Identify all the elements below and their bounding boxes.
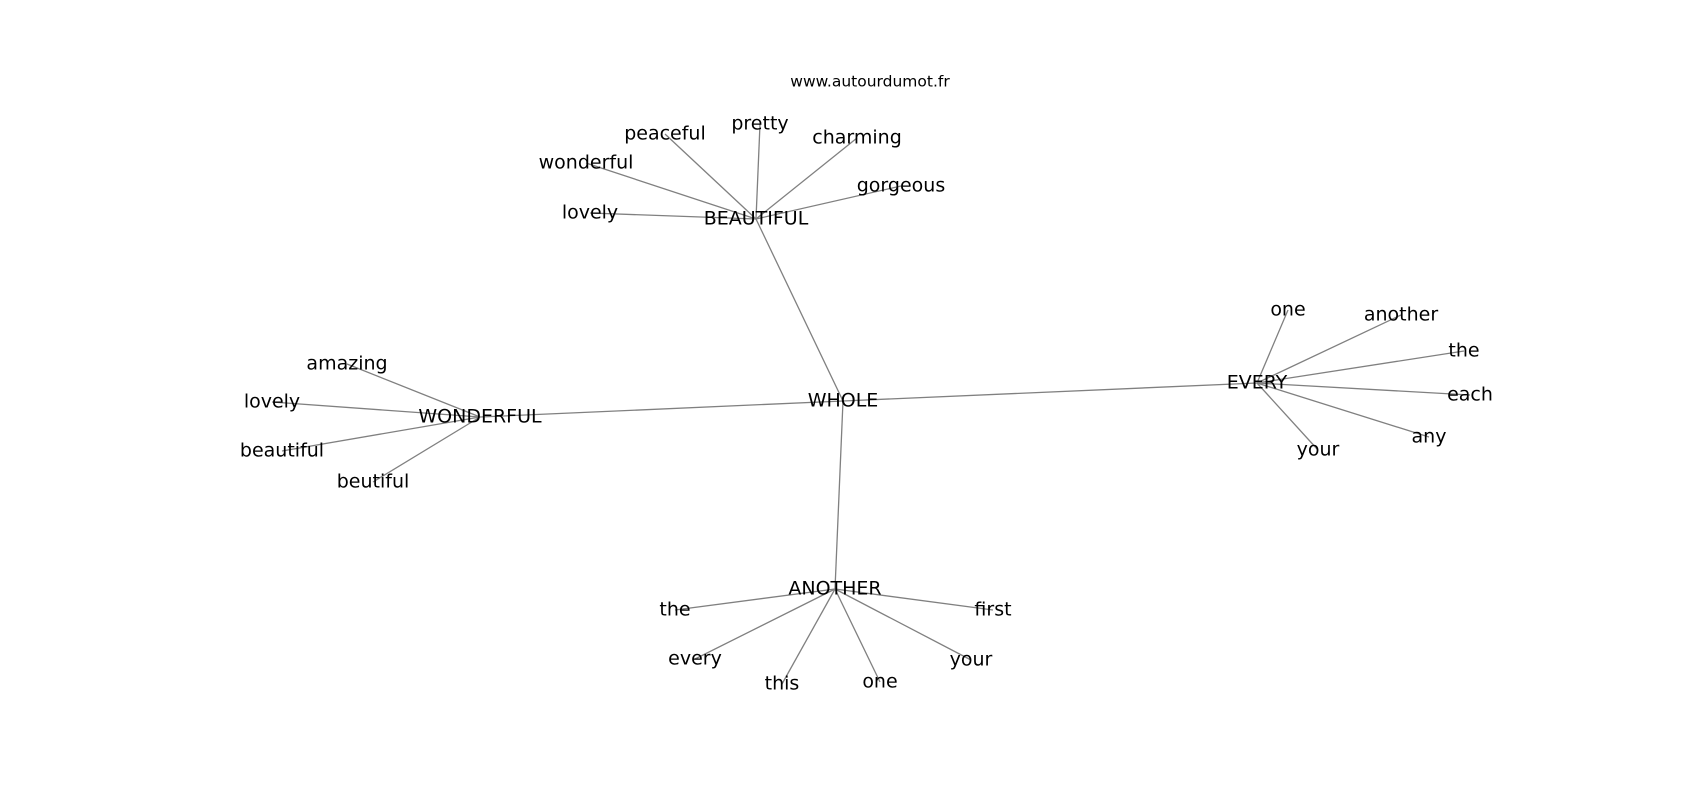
node-beautiful-charming[interactable]: charming — [812, 127, 902, 149]
nodes-layer: WHOLE BEAUTIFUL lovely wonderful peaceful pre… — [240, 113, 1493, 695]
node-another[interactable]: ANOTHER — [788, 578, 881, 600]
node-another-this[interactable]: this — [765, 673, 800, 695]
node-another-one[interactable]: one — [862, 671, 897, 693]
edge-another-first — [834, 588, 994, 611]
node-every-any[interactable]: any — [1412, 426, 1447, 448]
edge-beautiful-gorgeous — [755, 185, 902, 220]
edge-another-this — [781, 588, 836, 685]
node-every[interactable]: EVERY — [1227, 372, 1288, 394]
edge-every-the — [1256, 350, 1465, 384]
edge-every-one — [1256, 309, 1289, 384]
node-another-first[interactable]: first — [974, 599, 1011, 621]
edge-every-another — [1256, 314, 1402, 384]
edge-whole-beautiful — [755, 218, 844, 402]
edges-layer — [271, 123, 1471, 685]
node-beautiful-lovely[interactable]: lovely — [562, 202, 618, 224]
node-every-another[interactable]: another — [1364, 304, 1438, 326]
edge-beautiful-wonderful — [585, 162, 757, 220]
edge-beautiful-peaceful — [664, 133, 757, 220]
edge-wonderful-amazing — [346, 363, 481, 418]
node-wonderful-beutiful[interactable]: beutiful — [337, 471, 410, 493]
node-beautiful-wonderful[interactable]: wonderful — [539, 152, 634, 174]
node-another-your[interactable]: your — [950, 649, 993, 671]
edge-every-each — [1256, 382, 1471, 396]
node-every-your[interactable]: your — [1297, 439, 1340, 461]
edge-every-any — [1256, 382, 1430, 438]
node-every-each[interactable]: each — [1447, 384, 1493, 406]
source-url: www.autourdumot.fr — [790, 73, 950, 91]
edge-another-the — [674, 588, 836, 611]
edge-another-one — [834, 588, 881, 683]
edge-another-every — [694, 588, 836, 660]
edge-wonderful-lovely — [271, 401, 481, 418]
node-whole[interactable]: WHOLE — [808, 390, 879, 412]
node-beautiful-gorgeous[interactable]: gorgeous — [857, 175, 945, 197]
node-every-the[interactable]: the — [1448, 340, 1479, 362]
node-beautiful[interactable]: BEAUTIFUL — [704, 208, 809, 230]
edge-another-your — [834, 588, 972, 661]
edge-beautiful-pretty — [755, 123, 761, 220]
node-beautiful-peaceful[interactable]: peaceful — [624, 123, 706, 145]
node-beautiful-pretty[interactable]: pretty — [731, 113, 788, 135]
node-wonderful[interactable]: WONDERFUL — [418, 406, 542, 428]
edge-wonderful-beutiful — [372, 416, 481, 483]
edge-wonderful-beautiful — [281, 416, 481, 452]
edge-beautiful-charming — [755, 137, 858, 220]
node-every-one[interactable]: one — [1270, 299, 1305, 321]
node-another-every[interactable]: every — [668, 648, 722, 670]
edge-whole-wonderful — [479, 400, 844, 418]
node-wonderful-lovely[interactable]: lovely — [244, 391, 300, 413]
edge-whole-another — [834, 400, 844, 590]
edge-every-your — [1256, 382, 1319, 451]
node-another-the[interactable]: the — [659, 599, 690, 621]
node-wonderful-amazing[interactable]: amazing — [306, 353, 387, 375]
node-wonderful-beautiful[interactable]: beautiful — [240, 440, 324, 462]
edge-beautiful-lovely — [589, 212, 757, 220]
edge-whole-every — [842, 382, 1258, 402]
